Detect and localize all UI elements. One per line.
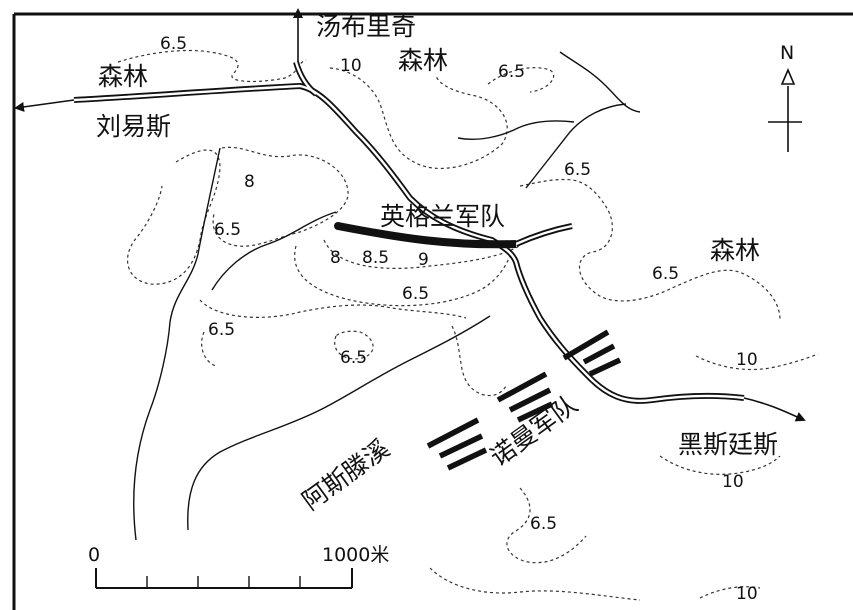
forest-label-top-left: 森林 <box>98 62 149 91</box>
contour-label: 6.5 <box>652 264 680 284</box>
contour-label: 6.5 <box>214 220 242 240</box>
hastings-label: 黑斯廷斯 <box>678 430 779 459</box>
contour-label: 6.5 <box>402 284 430 304</box>
contour-label: 6.5 <box>160 34 188 54</box>
roads <box>73 61 745 404</box>
scale-end-label: 1000米 <box>322 544 390 566</box>
contour-label: 6.5 <box>498 62 526 82</box>
forest-label-top-center: 森林 <box>398 46 449 75</box>
scale-start-label: 0 <box>88 544 101 566</box>
map-frame <box>12 12 853 610</box>
north-arrow-head <box>780 67 796 85</box>
contour-label: 6.5 <box>530 514 558 534</box>
contour-label: 8 <box>330 248 341 268</box>
contour-label: 8.5 <box>362 248 390 268</box>
contour-label: 10 <box>722 472 744 492</box>
scale-bar <box>95 568 353 589</box>
contour-label: 6.5 <box>340 348 368 368</box>
direction-arrows <box>14 8 806 422</box>
contour-lines <box>117 49 819 601</box>
contour-label: 6.5 <box>208 320 236 340</box>
contour-label: 8 <box>244 172 255 192</box>
forest-label-right: 森林 <box>710 236 761 265</box>
english-army-line <box>337 222 517 249</box>
tonbridge-label: 汤布里奇 <box>316 12 417 41</box>
contour-label: 6.5 <box>564 160 592 180</box>
contour-label: 10 <box>736 584 758 604</box>
streams <box>132 51 641 541</box>
north-arrow <box>768 67 802 152</box>
contour-label: 10 <box>340 56 362 76</box>
arrow-to-lewes <box>14 99 75 112</box>
norman-army-blocks <box>426 329 622 471</box>
contour-label: 10 <box>736 350 758 370</box>
north-label: N <box>780 42 795 64</box>
english-army-label: 英格兰军队 <box>380 202 506 231</box>
contour-label: 9 <box>418 250 429 270</box>
arrow-to-hastings <box>743 397 806 422</box>
lewes-label: 刘易斯 <box>96 112 172 141</box>
